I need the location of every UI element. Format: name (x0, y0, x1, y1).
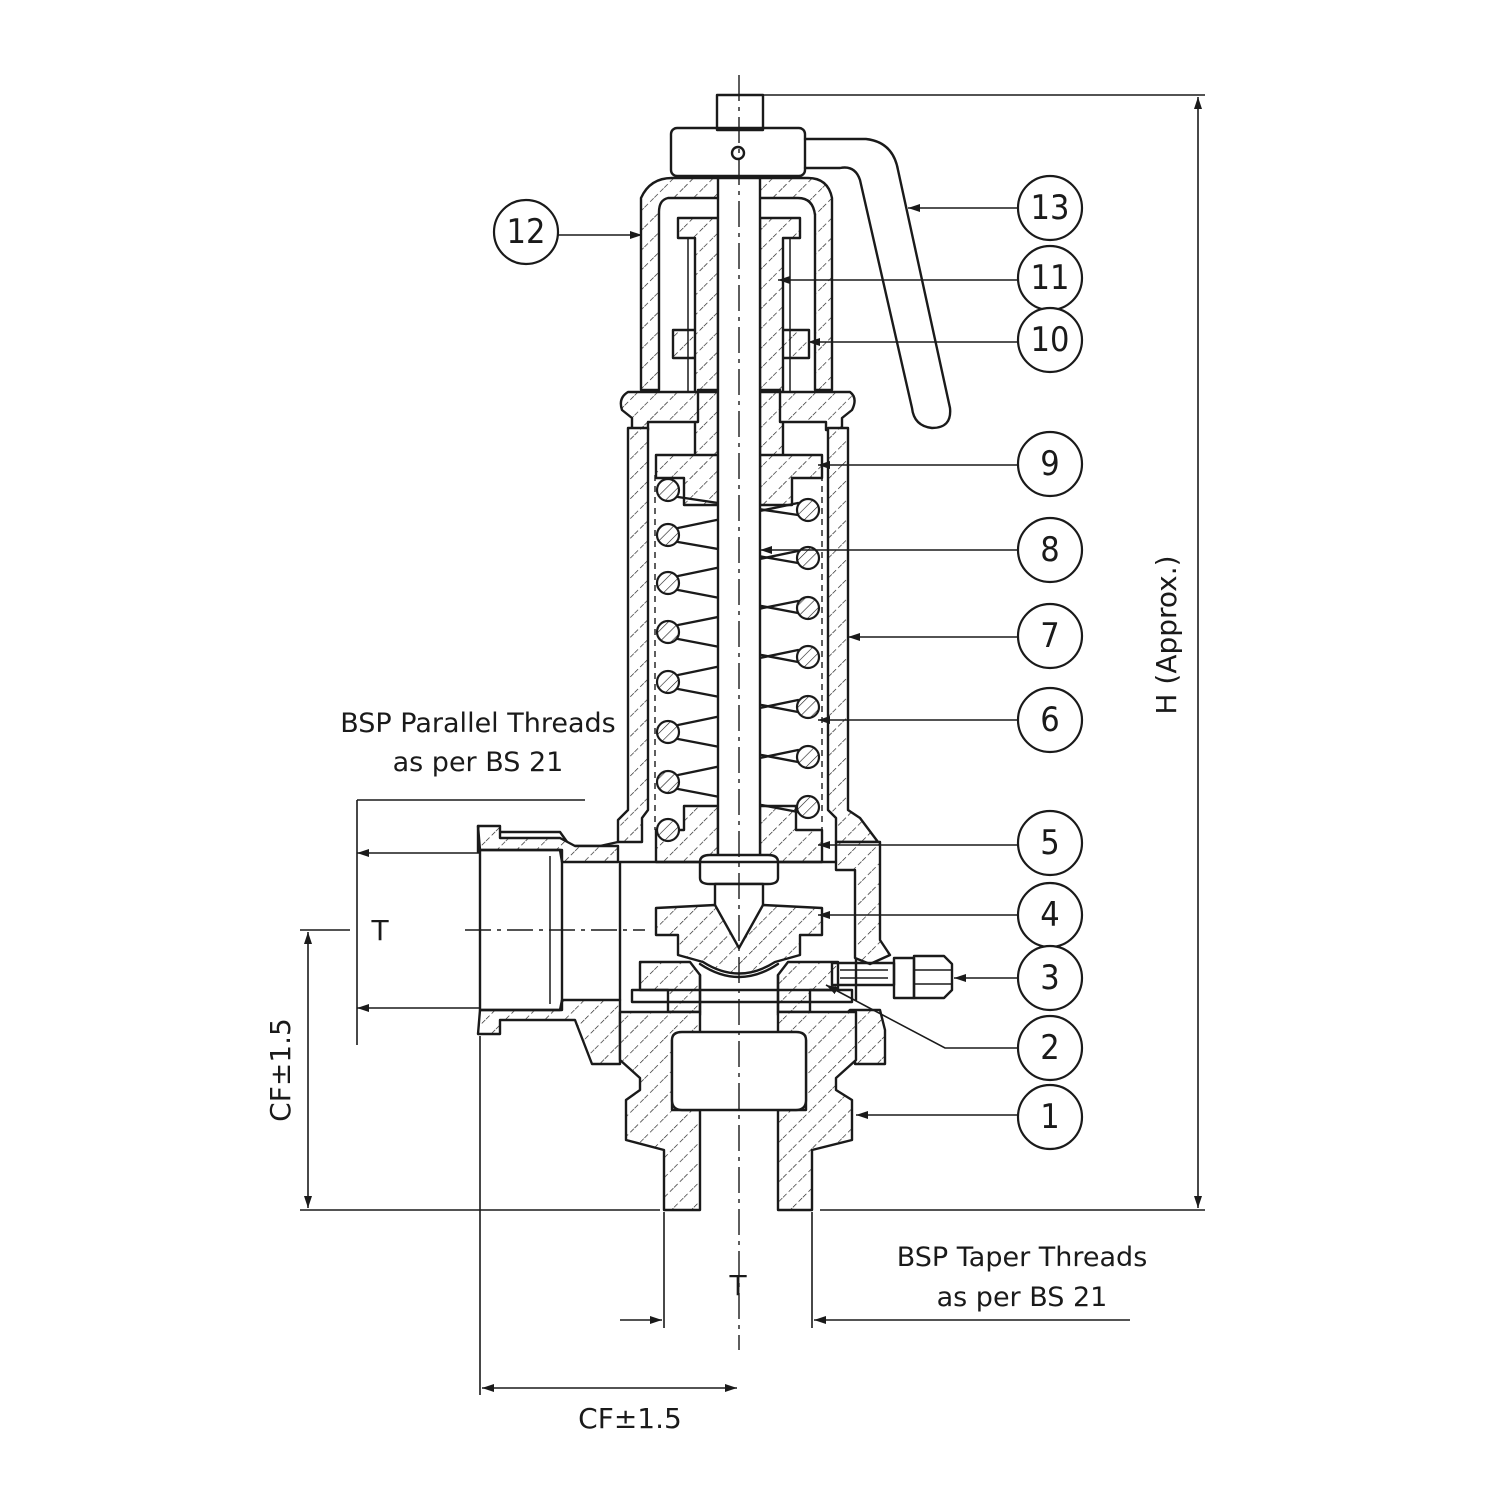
lever-handle (803, 137, 952, 430)
callout-1: 1 (1016, 1083, 1084, 1151)
callout-2: 2 (1016, 1014, 1084, 1082)
lever-pin (730, 145, 746, 161)
body-right-wall (834, 840, 892, 966)
spindle-top (715, 93, 765, 132)
svg-text:8: 8 (1040, 530, 1059, 570)
bonnet-top (619, 388, 856, 432)
svg-text:1: 1 (1040, 1097, 1059, 1137)
callout-4: 4 (1016, 881, 1084, 949)
spring-coils-left (655, 477, 681, 843)
callout-3: 3 (1016, 944, 1084, 1012)
callout-5: 5 (1016, 809, 1084, 877)
screw-washer (892, 956, 916, 1000)
disc-holder (654, 903, 824, 975)
outlet-size-label: T (728, 1269, 747, 1302)
cap (639, 176, 834, 392)
screw-head (912, 954, 954, 1000)
callout-10: 10 (1016, 306, 1084, 374)
svg-text:12: 12 (507, 212, 546, 252)
cf-vertical-label: CF±1.5 (264, 1018, 297, 1122)
svg-text:9: 9 (1040, 444, 1059, 484)
inlet-chamber (670, 1030, 808, 1112)
svg-text:11: 11 (1031, 258, 1070, 298)
bonnet-left-wall (616, 426, 650, 844)
bonnet-right-wall (826, 426, 880, 844)
taper-threads-line2: as per BS 21 (937, 1282, 1108, 1313)
lever-assembly (669, 93, 952, 430)
gasket (630, 988, 854, 1004)
upper-spring-washer-right (758, 453, 824, 507)
lever-hub (669, 126, 807, 178)
spring-coils-right (795, 497, 821, 820)
svg-text:3: 3 (1040, 958, 1059, 998)
locking-screw (830, 954, 954, 1000)
svg-text:10: 10 (1031, 320, 1070, 360)
callout-13: 13 (1016, 174, 1084, 242)
svg-text:4: 4 (1040, 895, 1059, 935)
callout-leaders (558, 204, 1018, 1119)
height-dimension-label: H (Approx.) (1150, 555, 1183, 714)
inlet-size-label: T (370, 914, 389, 947)
leader-2 (825, 984, 1018, 1049)
taper-threads-line1: BSP Taper Threads (897, 1242, 1148, 1273)
callout-8: 8 (1016, 516, 1084, 584)
screw-shank (830, 961, 896, 987)
svg-text:5: 5 (1040, 823, 1059, 863)
callout-11: 11 (1016, 244, 1084, 312)
callout-7: 7 (1016, 602, 1084, 670)
callout-6: 6 (1016, 686, 1084, 754)
parallel-threads-line1: BSP Parallel Threads (340, 708, 615, 739)
svg-text:6: 6 (1040, 700, 1059, 740)
callout-9: 9 (1016, 430, 1084, 498)
nozzle-left (638, 960, 702, 1014)
parallel-threads-line2: as per BS 21 (393, 747, 564, 778)
callout-12: 12 (492, 198, 560, 266)
svg-text:2: 2 (1040, 1028, 1059, 1068)
cf-horizontal-label: CF±1.5 (578, 1402, 682, 1435)
svg-text:13: 13 (1031, 188, 1070, 228)
svg-text:7: 7 (1040, 616, 1059, 656)
